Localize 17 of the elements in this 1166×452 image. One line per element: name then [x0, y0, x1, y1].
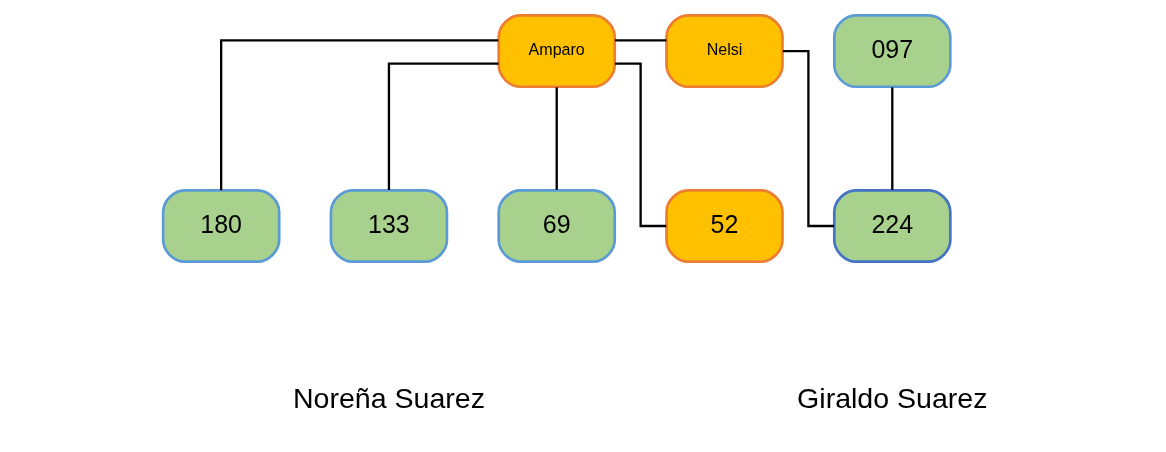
label: Giraldo Suarez: [796, 381, 987, 414]
node-box: 69: [496, 188, 616, 264]
connector: [614, 62, 666, 228]
connector: [614, 39, 666, 42]
node-box: Nelsi: [664, 14, 784, 89]
connector: [219, 39, 498, 191]
label: Noreña Suarez: [292, 381, 485, 414]
node-box: 097: [832, 14, 952, 89]
node-box: 180: [161, 188, 280, 264]
node-box: 224: [832, 188, 952, 264]
node-box: Amparo: [496, 14, 616, 89]
node-box: 133: [329, 188, 448, 264]
connector: [782, 49, 834, 228]
node-box: 52: [664, 188, 784, 264]
connector: [555, 87, 558, 190]
connector: [387, 62, 498, 190]
connector: [890, 87, 893, 190]
